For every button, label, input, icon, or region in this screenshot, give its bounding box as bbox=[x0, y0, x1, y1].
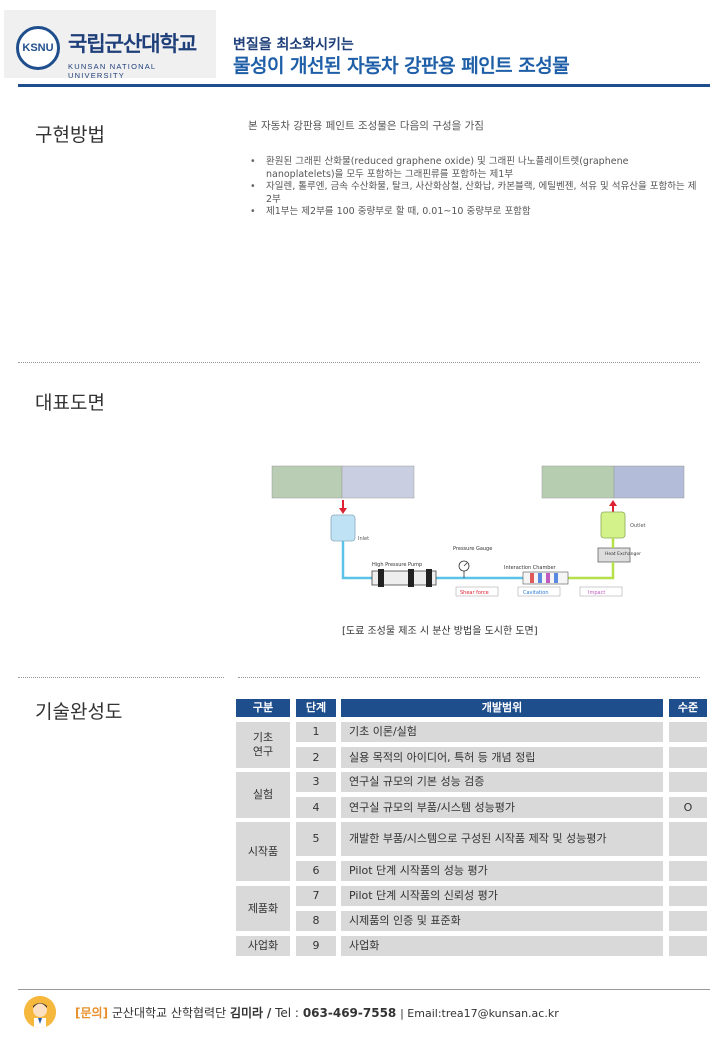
category-cell: 기초 연구 bbox=[236, 722, 290, 768]
inlet-tank bbox=[330, 514, 356, 542]
interaction-chamber bbox=[522, 571, 569, 585]
section-divider bbox=[238, 677, 700, 678]
label-impact: Impact bbox=[588, 590, 605, 596]
logo-badge: KSNU bbox=[22, 42, 54, 54]
method-list: 환원된 그래핀 산화물(reduced graphene oxide) 및 그래… bbox=[248, 156, 698, 219]
label-shear: Shear force bbox=[460, 590, 489, 596]
footer-divider bbox=[18, 989, 710, 990]
level-cell: 7 bbox=[296, 886, 336, 906]
section-label-drawing: 대표도면 bbox=[35, 392, 105, 414]
category-cell: 실험 bbox=[236, 772, 290, 818]
scope-cell: 실용 목적의 아이디어, 특허 등 개념 정립 bbox=[341, 747, 663, 768]
level-cell: 1 bbox=[296, 722, 336, 742]
person-icon bbox=[24, 996, 56, 1028]
university-logo: KSNU 국립군산대학교 KUNSAN NATIONAL UNIVERSITY bbox=[4, 10, 216, 80]
label-gauge: Pressure Gauge bbox=[453, 546, 492, 552]
status-cell bbox=[669, 822, 707, 856]
status-cell: O bbox=[669, 797, 707, 818]
level-cell: 5 bbox=[296, 822, 336, 856]
contact-tel-label: Tel : bbox=[275, 1006, 299, 1020]
method-intro: 본 자동차 강판용 페인트 조성물은 다음의 구성을 가짐 bbox=[248, 120, 484, 132]
avatar bbox=[24, 996, 56, 1028]
label-cavitation: Cavitation bbox=[523, 590, 549, 596]
contact-tag: [문의] bbox=[75, 1006, 109, 1020]
section-label-maturity: 기술완성도 bbox=[35, 701, 123, 723]
header-level: 단계 bbox=[296, 699, 336, 717]
contact-name: 김미라 bbox=[229, 1006, 264, 1020]
header-status: 수준 bbox=[669, 699, 707, 717]
status-cell bbox=[669, 747, 707, 768]
scope-cell: 시제품의 인증 및 표준화 bbox=[341, 911, 663, 931]
scope-cell: 연구실 규모의 기본 성능 검증 bbox=[341, 772, 663, 792]
pipe-inlet bbox=[341, 541, 372, 580]
label-inlet: Inlet bbox=[358, 536, 369, 542]
label-chamber: Interaction Chamber bbox=[504, 565, 557, 571]
status-cell bbox=[669, 936, 707, 956]
scope-cell: Pilot 단계 시작품의 신뢰성 평가 bbox=[341, 886, 663, 906]
status-cell bbox=[669, 886, 707, 906]
level-cell: 4 bbox=[296, 797, 336, 818]
section-label-method: 구현방법 bbox=[35, 124, 105, 146]
status-cell bbox=[669, 722, 707, 742]
status-cell bbox=[669, 772, 707, 792]
level-cell: 2 bbox=[296, 747, 336, 768]
contact-email: | Email:trea17@kunsan.ac.kr bbox=[400, 1007, 559, 1020]
contact-org: 군산대학교 산학협력단 bbox=[111, 1006, 227, 1020]
dispersion-diagram: Inlet Outlet Heat Exchanger High Pressur… bbox=[268, 462, 688, 600]
logo-english: KUNSAN NATIONAL UNIVERSITY bbox=[68, 62, 157, 80]
emblem-icon: KSNU bbox=[16, 26, 60, 70]
scope-cell: 사업화 bbox=[341, 936, 663, 956]
scope-cell: Pilot 단계 시작품의 성능 평가 bbox=[341, 861, 663, 881]
figure-caption: [도료 조성물 제조 시 분산 방법을 도시한 도면] bbox=[342, 626, 538, 637]
level-cell: 3 bbox=[296, 772, 336, 792]
status-cell bbox=[669, 861, 707, 881]
scope-cell: 기초 이론/실험 bbox=[341, 722, 663, 742]
label-pump: High Pressure Pump bbox=[372, 562, 422, 568]
label-outlet: Outlet bbox=[630, 523, 646, 529]
pipe-outlet bbox=[568, 562, 615, 580]
scope-cell: 연구실 규모의 부품/시스템 성능평가 bbox=[341, 797, 663, 818]
page-subtitle: 변질을 최소화시키는 bbox=[233, 37, 354, 53]
page-title: 물성이 개선된 자동차 강판용 페인트 조성물 bbox=[233, 55, 570, 77]
category-cell: 제품화 bbox=[236, 886, 290, 931]
micrograph-before-1 bbox=[271, 465, 343, 499]
micrograph-before-2 bbox=[341, 465, 415, 499]
contact-info: [문의] 군산대학교 산학협력단 김미라 / Tel : 063-469-755… bbox=[75, 1004, 559, 1021]
category-cell: 시작품 bbox=[236, 822, 290, 881]
header-divider bbox=[18, 84, 710, 87]
contact-tel: 063-469-7558 bbox=[302, 1006, 397, 1020]
header-category: 구분 bbox=[236, 699, 290, 717]
section-divider bbox=[18, 362, 700, 363]
header-scope: 개발범위 bbox=[341, 699, 663, 717]
level-cell: 9 bbox=[296, 936, 336, 956]
method-item: 자일렌, 톨루엔, 금속 수산화물, 탈크, 사산화삼철, 산화납, 카본블랙,… bbox=[248, 181, 698, 206]
high-pressure-pump bbox=[371, 570, 437, 586]
contact-slash: / bbox=[266, 1006, 272, 1020]
label-exchanger: Heat Exchanger bbox=[605, 551, 641, 557]
section-divider bbox=[18, 677, 224, 678]
micrograph-after-1 bbox=[541, 465, 615, 499]
logo-name: 국립군산대학교 bbox=[68, 32, 197, 56]
category-cell: 사업화 bbox=[236, 936, 290, 956]
status-cell bbox=[669, 911, 707, 931]
outlet-tank bbox=[600, 511, 626, 539]
level-cell: 8 bbox=[296, 911, 336, 931]
method-item: 제1부는 제2부를 100 중량부로 할 때, 0.01~10 중량부로 포함함 bbox=[248, 206, 698, 219]
micrograph-after-2 bbox=[613, 465, 685, 499]
method-item: 환원된 그래핀 산화물(reduced graphene oxide) 및 그래… bbox=[248, 156, 698, 181]
level-cell: 6 bbox=[296, 861, 336, 881]
scope-cell: 개발한 부품/시스템으로 구성된 시작품 제작 및 성능평가 bbox=[341, 822, 663, 856]
